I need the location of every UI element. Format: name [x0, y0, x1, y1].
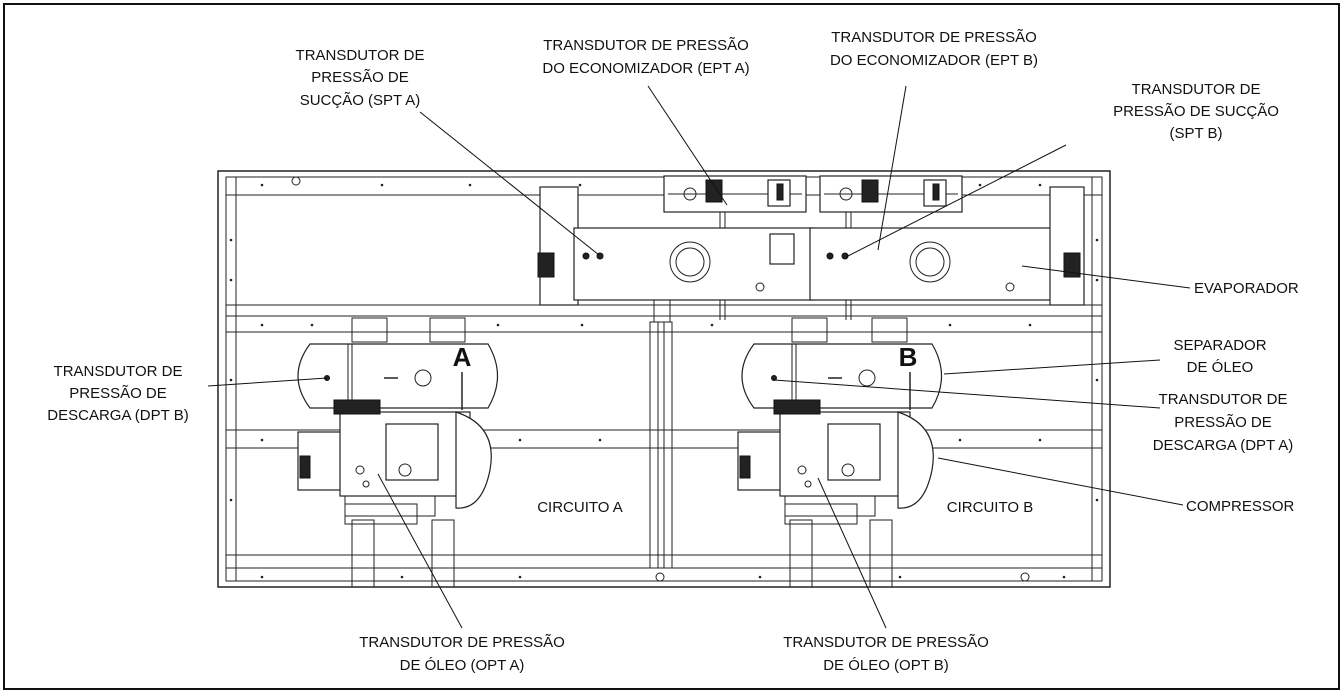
- callout-spt-b-line-3: (SPT B): [1169, 125, 1222, 142]
- leader-spt-a: [419, 111, 600, 256]
- callout-ept-b: TRANSDUTOR DE PRESSÃO DO ECONOMIZADOR (E…: [830, 29, 1038, 69]
- compressor-b: [737, 399, 934, 525]
- compressor-a: [297, 399, 492, 525]
- leader-dpt-a: [773, 379, 1161, 409]
- leader-opt-b: [817, 477, 887, 629]
- callout-spt-b-line-2: PRESSÃO DE SUCÇÃO: [1113, 103, 1279, 120]
- callout-dpt-a: TRANSDUTOR DE PRESSÃO DE DESCARGA (DPT A…: [1153, 391, 1294, 454]
- callout-dpt-a-line-2: PRESSÃO DE: [1174, 414, 1272, 431]
- callout-opt-b-line-1: TRANSDUTOR DE PRESSÃO: [783, 634, 989, 651]
- callout-dpt-b-line-1: TRANSDUTOR DE: [54, 363, 183, 380]
- leader-spt-b: [845, 144, 1067, 258]
- leader-ept-a: [647, 85, 728, 206]
- oil-separator-a: [297, 343, 498, 410]
- callout-spt-a: TRANSDUTOR DE PRESSÃO DE SUCÇÃO (SPT A): [296, 47, 425, 109]
- callout-spt-a-line-3: SUCÇÃO (SPT A): [300, 92, 421, 109]
- callout-opt-b-line-2: DE ÓLEO (OPT B): [823, 657, 949, 674]
- leader-lines: [207, 85, 1191, 629]
- callout-dpt-b: TRANSDUTOR DE PRESSÃO DE DESCARGA (DPT B…: [47, 363, 188, 424]
- callout-ept-b-line-2: DO ECONOMIZADOR (EPT B): [830, 52, 1038, 69]
- callout-evaporador-line-1: EVAPORADOR: [1194, 280, 1299, 297]
- callout-opt-a-line-2: DE ÓLEO (OPT A): [400, 657, 525, 674]
- callout-opt-b: TRANSDUTOR DE PRESSÃO DE ÓLEO (OPT B): [783, 634, 989, 674]
- marker-a: A: [453, 342, 472, 372]
- leader-ept-b: [877, 85, 907, 251]
- marker-b: B: [899, 342, 918, 372]
- callout-spt-b-line-1: TRANSDUTOR DE: [1132, 81, 1261, 98]
- callout-dpt-b-line-3: DESCARGA (DPT B): [47, 407, 188, 424]
- callout-ept-b-line-1: TRANSDUTOR DE PRESSÃO: [831, 29, 1037, 46]
- evaporator-a: [537, 186, 815, 306]
- economizer-b: [819, 175, 963, 320]
- callout-spt-a-line-2: PRESSÃO DE: [311, 69, 409, 86]
- callout-opt-a: TRANSDUTOR DE PRESSÃO DE ÓLEO (OPT A): [359, 634, 565, 674]
- oil-separator-b: [741, 343, 942, 410]
- callout-separador-line-1: SEPARADOR: [1173, 337, 1266, 354]
- callout-ept-a-line-1: TRANSDUTOR DE PRESSÃO: [543, 37, 749, 54]
- callout-spt-a-line-1: TRANSDUTOR DE: [296, 47, 425, 64]
- callout-dpt-a-line-3: DESCARGA (DPT A): [1153, 437, 1294, 454]
- callout-ept-a-line-2: DO ECONOMIZADOR (EPT A): [542, 60, 749, 77]
- chiller-chassis: [217, 170, 1111, 588]
- circuit-b-label: CIRCUITO B: [947, 499, 1033, 516]
- figure-border: [3, 3, 1340, 690]
- leader-compressor: [937, 457, 1184, 506]
- leader-opt-a: [377, 473, 463, 629]
- evaporator-b: [809, 186, 1085, 306]
- callout-compressor: COMPRESSOR: [1186, 498, 1295, 515]
- callout-separador: SEPARADOR DE ÓLEO: [1173, 337, 1266, 376]
- callout-opt-a-line-1: TRANSDUTOR DE PRESSÃO: [359, 634, 565, 651]
- callout-dpt-a-line-1: TRANSDUTOR DE: [1159, 391, 1288, 408]
- economizer-a: [663, 175, 807, 320]
- callout-evaporador: EVAPORADOR: [1194, 280, 1299, 297]
- callout-ept-a: TRANSDUTOR DE PRESSÃO DO ECONOMIZADOR (E…: [542, 37, 749, 77]
- callout-separador-line-2: DE ÓLEO: [1187, 359, 1254, 376]
- callout-dpt-b-line-2: PRESSÃO DE: [69, 385, 167, 402]
- callout-compressor-line-1: COMPRESSOR: [1186, 498, 1295, 515]
- callout-spt-b: TRANSDUTOR DE PRESSÃO DE SUCÇÃO (SPT B): [1113, 81, 1279, 142]
- leader-dpt-b: [207, 377, 328, 387]
- leader-separador: [943, 359, 1161, 375]
- circuit-a-label: CIRCUITO A: [537, 499, 623, 516]
- leader-evaporador: [1021, 265, 1191, 289]
